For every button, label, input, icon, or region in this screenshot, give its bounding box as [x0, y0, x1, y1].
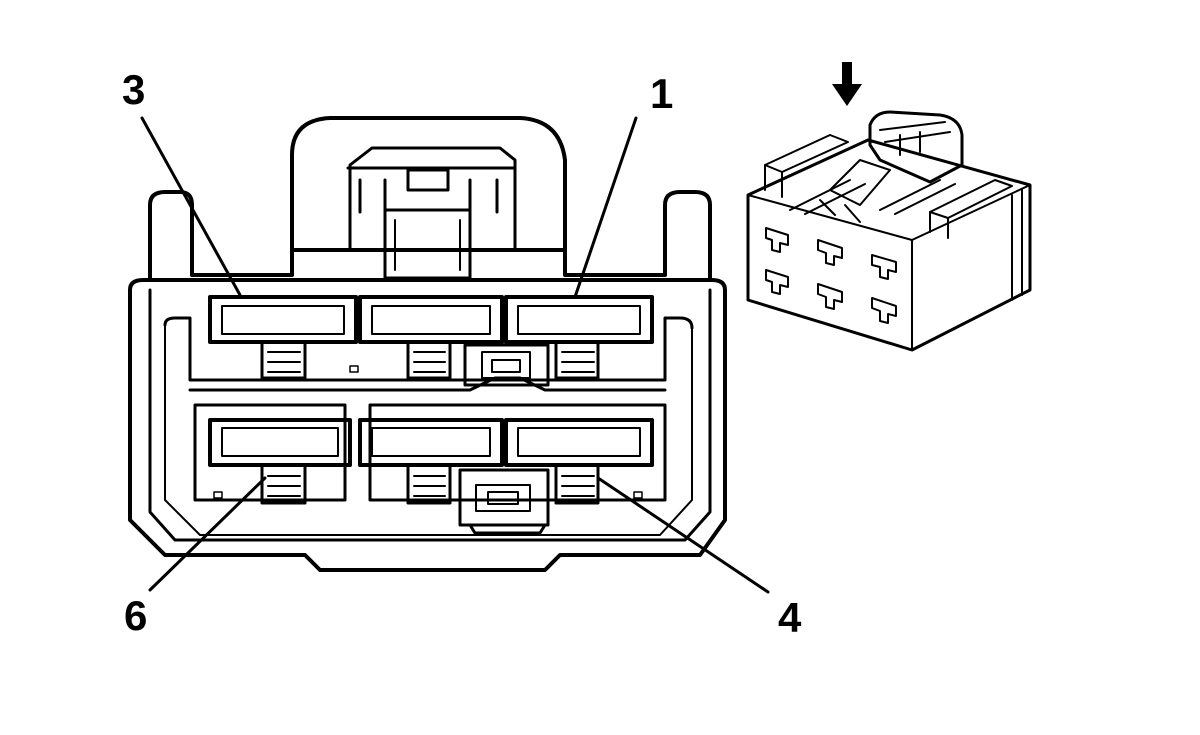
callout-pin-4: 4: [778, 594, 802, 641]
row-divider: [188, 376, 667, 392]
connector-face-view: [128, 116, 727, 572]
callout-pin-1: 1: [650, 70, 673, 117]
callout-pin-6: 6: [124, 592, 147, 639]
cavity-pin-6: [208, 418, 352, 505]
cavity-pin-1: [504, 295, 654, 380]
cavity-pin-5: [358, 418, 504, 505]
locking-latch: [290, 116, 567, 280]
cavity-row-top: [208, 295, 654, 387]
cavity-pin-3: [208, 295, 358, 380]
connector-isometric-view: [746, 62, 1032, 352]
connector-housing: [128, 190, 727, 572]
cavity-pin-2: [358, 295, 504, 380]
arrow-down-icon: [832, 62, 862, 106]
cavity-pin-4: [504, 418, 654, 505]
isometric-cavities: [765, 227, 897, 324]
callout-pin-3: 3: [122, 66, 145, 113]
callout-leaders: [140, 116, 770, 594]
cavity-row-bottom: [193, 365, 667, 535]
